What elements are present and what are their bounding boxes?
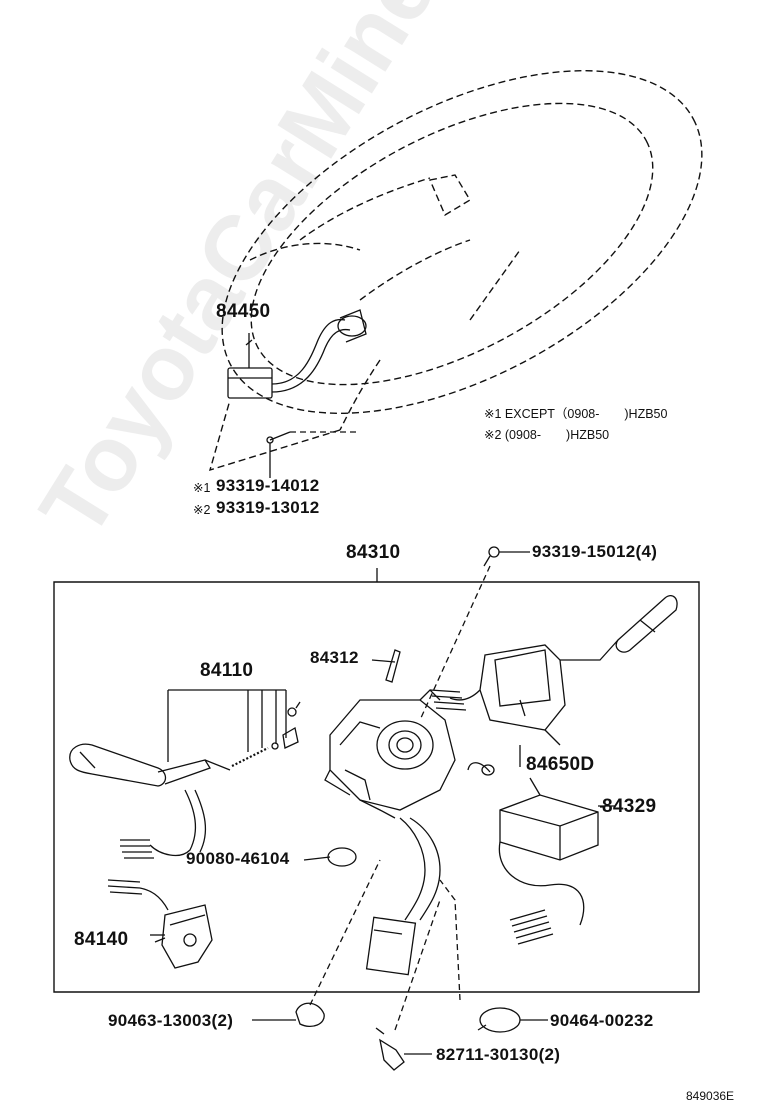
part-number-84312[interactable]: 84312: [310, 648, 359, 667]
part-number-84140[interactable]: 84140: [74, 929, 129, 950]
part-number-84329[interactable]: 84329: [602, 796, 657, 817]
switch-wire-harness: [367, 818, 440, 975]
turn-signal-switch-84110: [70, 690, 300, 858]
part-number-84110[interactable]: 84110: [200, 660, 254, 681]
horn-contact-84450: [228, 310, 366, 398]
diagram-code: 849036E: [686, 1089, 735, 1103]
steering-wheel-outline: [167, 0, 756, 484]
note-2: ※2 (0908- )HZB50: [484, 428, 610, 442]
relay-84329: [468, 763, 615, 944]
part-number-84310[interactable]: 84310: [346, 542, 401, 563]
part-number-90463-13003[interactable]: 90463-13003(2): [108, 1011, 234, 1030]
part-number-82711-30130[interactable]: 82711-30130(2): [436, 1045, 561, 1064]
marker-1: ※1: [193, 481, 211, 495]
clamp-90464-00232: [440, 880, 548, 1032]
part-number-90464-00232[interactable]: 90464-00232: [550, 1011, 654, 1030]
wiper-switch-84650D: [430, 596, 677, 745]
part-number-93319-13012[interactable]: 93319-13012: [216, 498, 320, 517]
part-number-93319-14012[interactable]: 93319-14012: [216, 476, 320, 495]
part-number-84650D[interactable]: 84650D: [526, 754, 595, 775]
marker-2: ※2: [193, 503, 211, 517]
part-number-84450[interactable]: 84450: [216, 301, 271, 322]
screw-93319-15012: [420, 547, 530, 720]
pin-84312: [372, 650, 400, 682]
light-switch-84140: [108, 880, 212, 968]
switch-body-84310: [325, 690, 455, 818]
note-1: ※1 EXCEPT（0908- )HZB50: [484, 407, 668, 421]
part-number-93319-15012[interactable]: 93319-15012(4): [532, 542, 658, 561]
part-number-90080-46104[interactable]: 90080-46104: [186, 849, 290, 868]
clamp-90080-46104: [304, 848, 356, 866]
clip-82711-30130: [376, 900, 440, 1070]
screw-93319-14012: [267, 432, 360, 478]
clamp-90463-13003: [252, 860, 380, 1026]
